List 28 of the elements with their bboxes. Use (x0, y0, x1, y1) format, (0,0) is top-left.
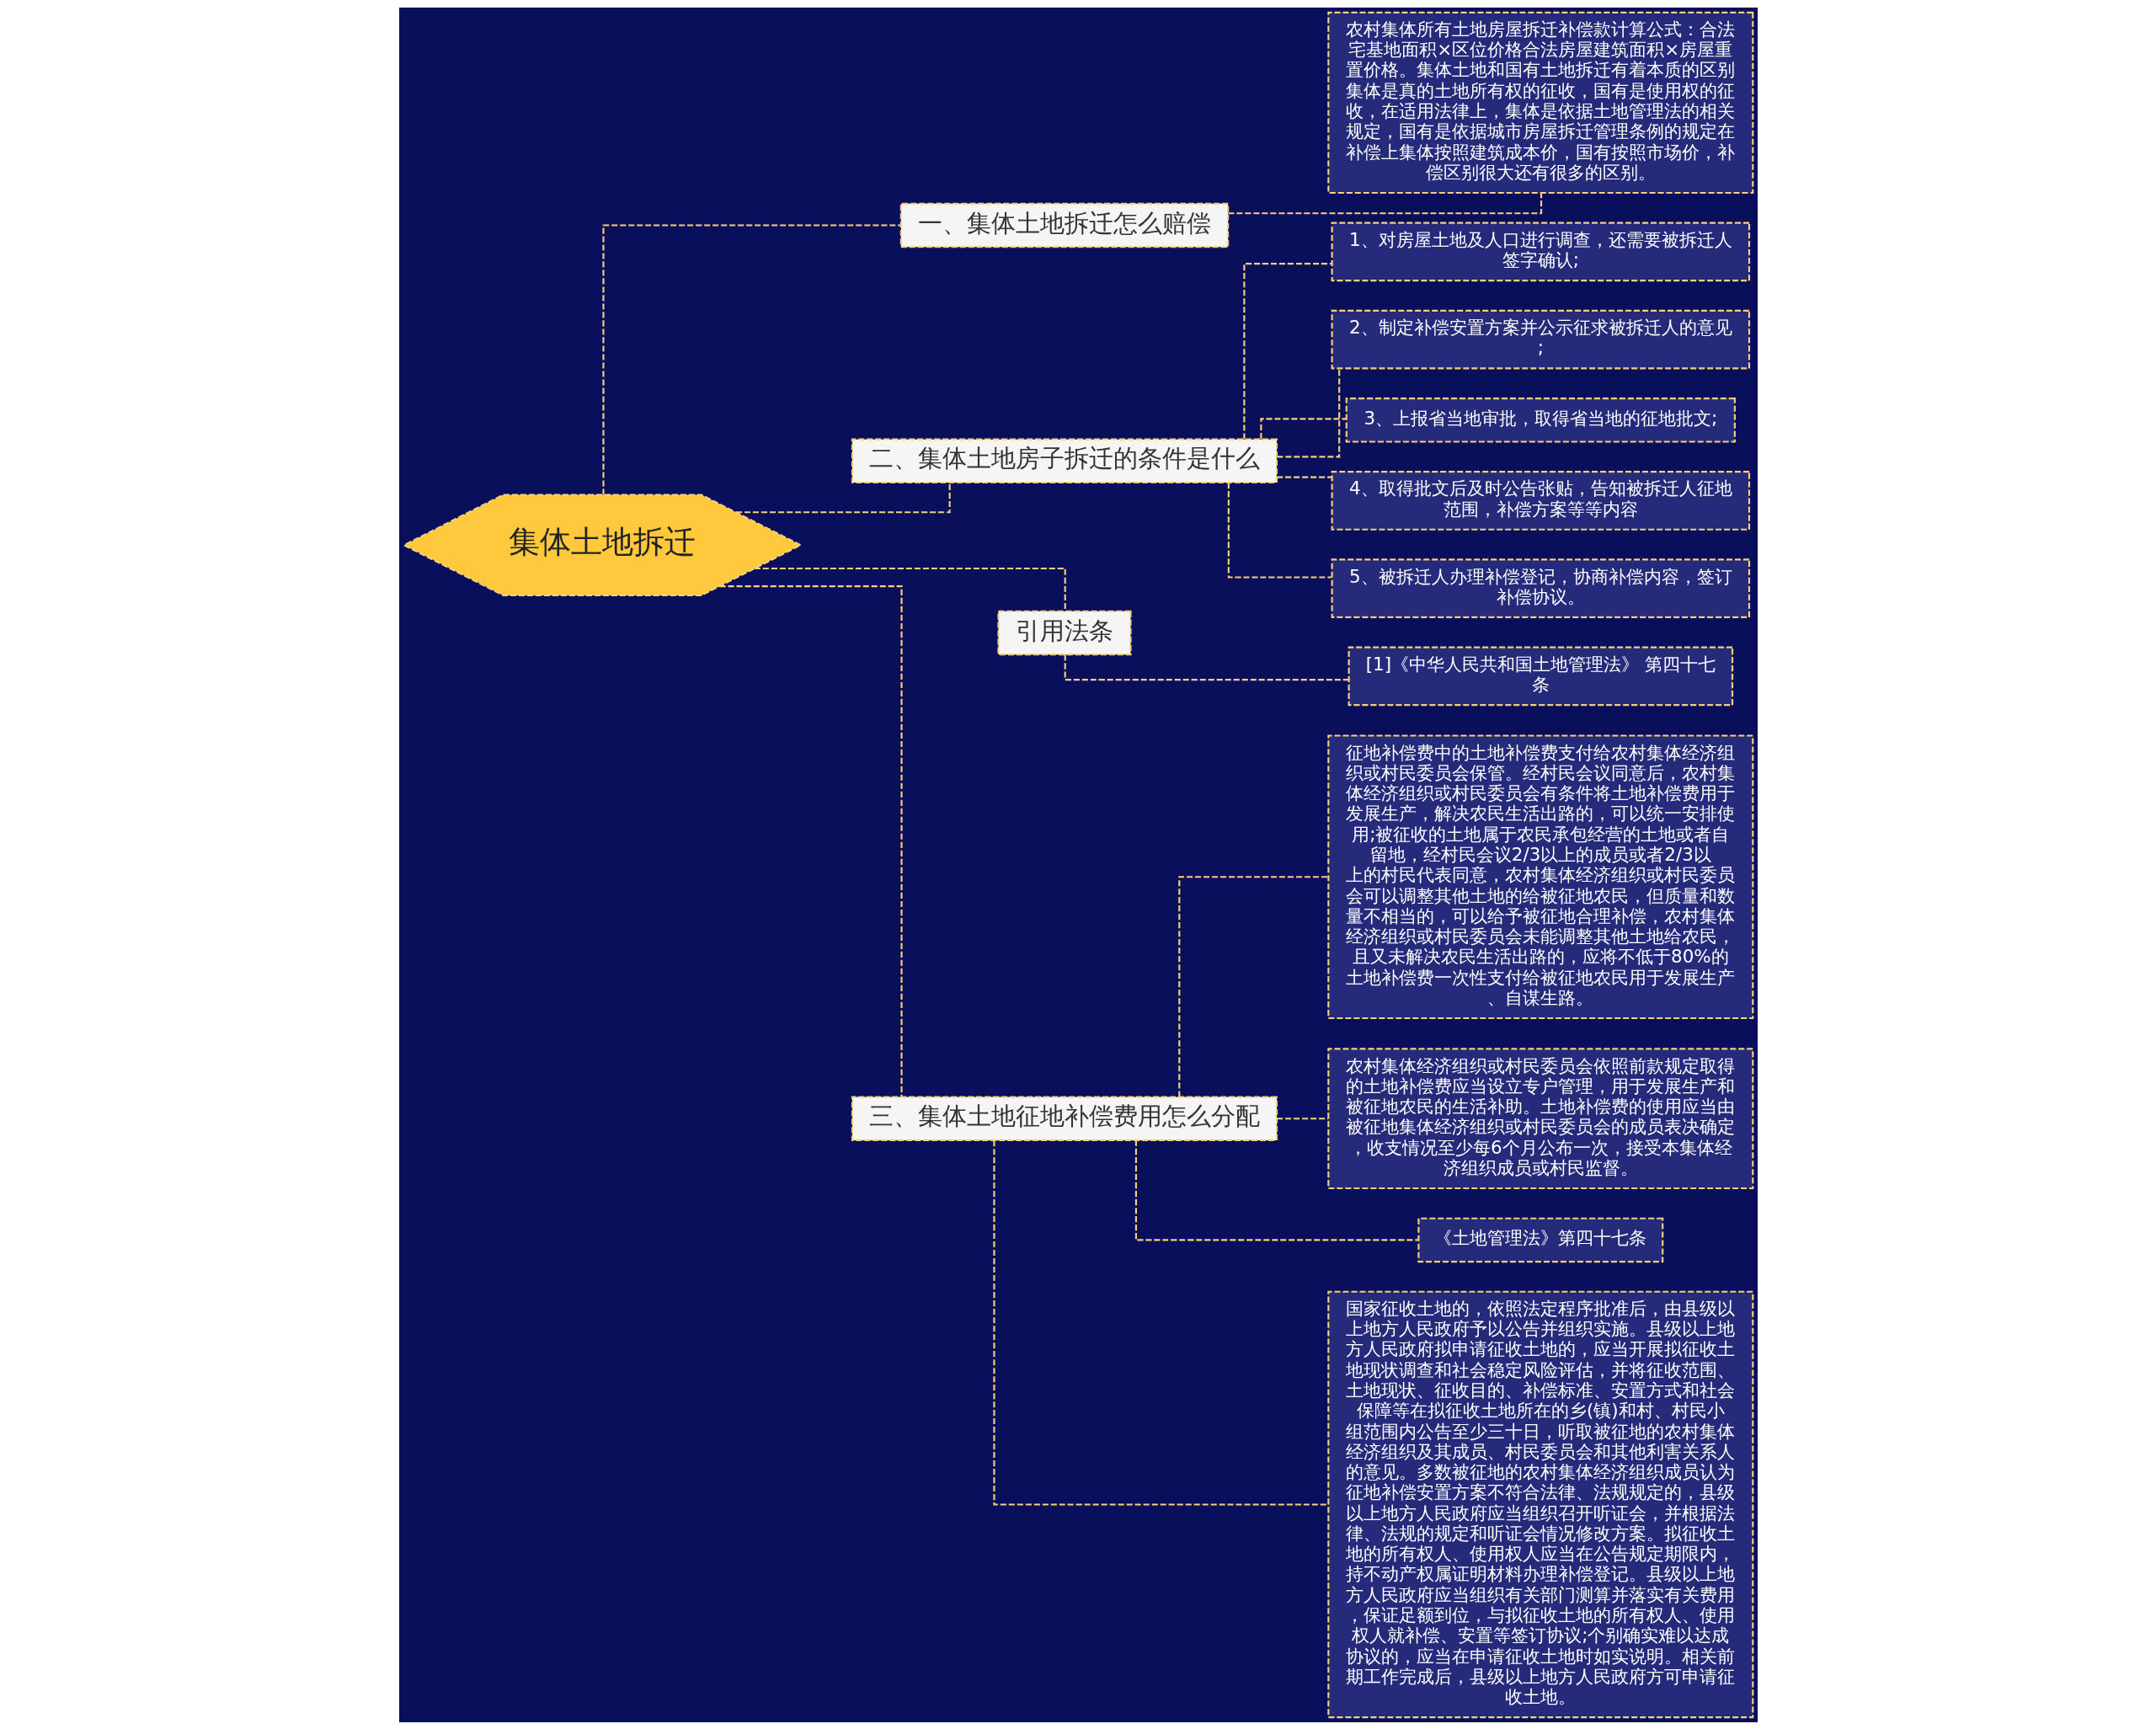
connector (1276, 1117, 1328, 1119)
connector (1259, 417, 1346, 439)
node-box: 一、集体土地拆迁怎么赔偿 (899, 202, 1229, 248)
connector (1242, 262, 1332, 439)
connector (1134, 1139, 1418, 1241)
node-box: [1]《中华人民共和国土地管理法》 第四十七条 (1348, 646, 1733, 706)
connector (1177, 875, 1328, 1097)
connector (1227, 482, 1331, 579)
node-box: 2、制定补偿安置方案并公示征求被拆迁人的意见; (1331, 309, 1750, 369)
connector (754, 567, 1066, 611)
node-box: 引用法条 (996, 610, 1132, 655)
connector (992, 1139, 1328, 1506)
node-box: 1、对房屋土地及人口进行调查，还需要被拆迁人签字确认; (1331, 221, 1750, 281)
connector (601, 223, 901, 494)
node-box: 3、上报省当地审批，取得省当地的征地批文; (1345, 397, 1736, 443)
connector (1276, 476, 1331, 478)
node-box: 农村集体经济组织或村民委员会依照前款规定取得的土地补偿费应当设立专户管理，用于发展生产和被征地农民的生活补助。土地补偿费的使用应当由被征地集体经济组织或村民委员会的成员表决确定，收支情况至少每6个月公布一次，接受本集体经济组织成员或村民监督。 (1326, 1047, 1753, 1189)
node-box: 二、集体土地房子拆迁的条件是什么 (851, 438, 1278, 483)
node-box: 国家征收土地的，依照法定程序批准后，由县级以上地方人民政府予以公告并组织实施。县级以上地方人民政府拟申请征收土地的，应当开展拟征收土地现状调查和社会稳定风险评估，并将征收范围、土地现状、征收目的、补偿标准、安置方式和社会保障等在拟征收土地所在的乡(镇)和村、村民小组范围内公告至少三十日，听取被征地的农村集体经济组织及其成员、村民委员会和其他利害关系人的意见。多数被征地的农村集体经济组织成员认为征地补偿安置方案不符合法律、法规规定的，县级以上地方人民政府应当组织召开听证会，并根据法律、法规的规定和听证会情况修改方案。拟征收土地的所有权人、使用权人应当在公告规定期限内，持不动产权属证明材料办理补偿登记。县级以上地方人民政府应当组织有关部门测算并落实有关费用，保证足额到位，与拟征收土地的所有权人、使用权人就补偿、安置等签订协议;个别确实难以达成协议的，应当在申请征收土地时如实说明。相关前期工作完成后，县级以上地方人民政府方可申请征收土地。 (1326, 1290, 1753, 1718)
node-box: 三、集体土地征地补偿费用怎么分配 (851, 1095, 1278, 1141)
node-box: 征地补偿费中的土地补偿费支付给农村集体经济组织或村民委员会保管。经村民会议同意后，农村集体经济组织或村民委员会有条件将土地补偿费用于发展生产，解决农民生活出路的，可以统一安排使用;被征收的土地属于农民承包经营的土地或者自留地，经村民会议2/3以上的成员或者2/3以上的村民代表同意，农村集体经济组织或村民委员会可以调整其他土地的给被征地农民，但质量和数量不相当的，可以给予被征地合理补偿，农村集体经济组织或村民委员会未能调整其他土地给农民，且又未解决农民生活出路的，应将不低于80%的土地补偿费一次性支付给被征地农民用于发展生产、自谋生路。 (1326, 734, 1753, 1019)
connector (1276, 368, 1340, 457)
connector (1064, 654, 1348, 680)
node-box: 5、被拆迁人办理补偿登记，协商补偿内容，签订补偿协议。 (1331, 558, 1750, 618)
node-box: 《土地管理法》第四十七条 (1417, 1217, 1663, 1262)
node-box: 4、取得批文后及时公告张贴，告知被拆迁人征地范围，补偿方案等等内容 (1331, 470, 1750, 531)
connector (719, 584, 903, 1097)
node-box: 农村集体所有土地房屋拆迁补偿款计算公式：合法宅基地面积×区位价格合法房屋建筑面积×房屋重置价格。集体土地和国有土地拆迁有着本质的区别集体是真的土地所有权的征收，国有是使用权的征收，在适用法律上，集体是依据土地管理法的相关规定，国有是依据城市房屋拆迁管理条例的规定在补偿上集体按照建筑成本价，国有按照市场价，补偿区别很大还有很多的区别。 (1326, 11, 1753, 194)
